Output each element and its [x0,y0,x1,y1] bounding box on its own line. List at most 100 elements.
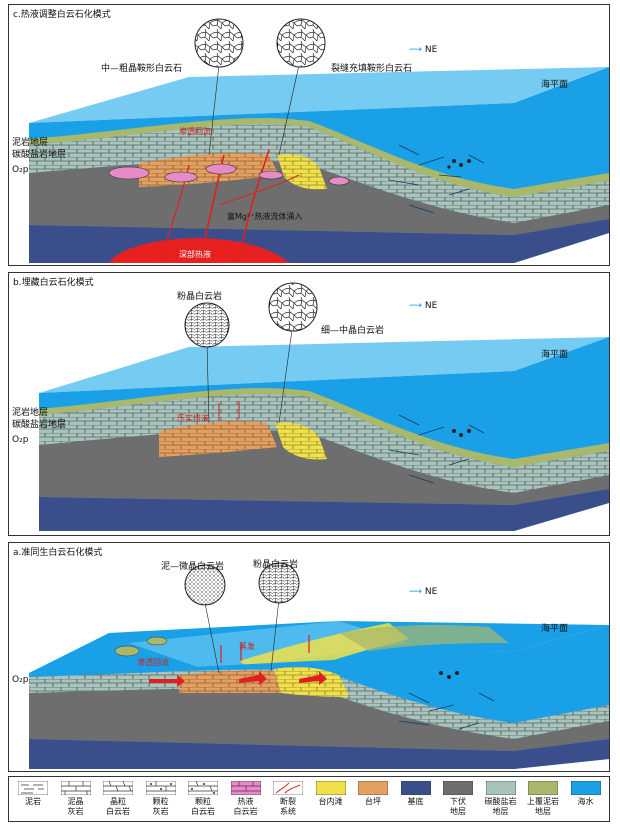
hydrothermal-dolomite-lens [108,166,150,180]
thin-section-circle-right [276,18,326,68]
panel-c-hydrothermal-model: c.热液调整白云石化模式 ⟶NE 海平面 中—粗晶鞍形白云石 裂缝充填鞍形白云石… [8,4,610,266]
panel-b-circle-right-label: 细—中晶白云岩 [321,326,385,336]
carbonate-strata [39,394,514,493]
panel-c-title: c.热液调整白云石化模式 [13,10,111,20]
panel-c-seepage-label: 渗透回流 [179,127,211,136]
platform-flat-body [179,670,284,693]
legend-item: 海水 [564,781,608,807]
legend-label: 晶粒 白云岩 [106,797,130,816]
legend-item: 颗粒 灰岩 [139,781,183,817]
intraplatform-shoal-body [275,422,327,460]
arrow-right-icon: ⟶ [409,301,422,311]
basement-layer [39,497,514,531]
intraplatform-shoal-body [274,667,349,697]
basement-swatch-icon [400,781,431,795]
legend-item: 晶粒 白云岩 [96,781,140,817]
legend-item: 基底 [394,781,438,807]
panel-a-circle-right-label: 粉晶白云岩 [253,560,299,570]
carbonate-strata-swatch-icon [485,781,516,795]
panel-b-sea-level-label: 海平面 [541,350,569,360]
deep-hydrothermal-source [109,238,289,263]
panel-a-penecontemporaneous-model: a.准同生白云石化模式 ⟶NE 海平面 泥—微晶白云岩 粉晶白云岩 O₂p 蒸发… [8,542,610,772]
legend: 泥岩 泥晶 灰岩 晶粒 白云岩 颗粒 灰岩 颗粒 白云岩热液 白云岩 断裂 系统 台内滩 台坪… [8,776,610,822]
panel-a-circle-left-label: 泥—微晶白云岩 [161,562,225,572]
legend-label: 颗粒 灰岩 [152,797,169,816]
legend-label: 海水 [577,797,594,806]
thin-section-circle-left [194,18,244,68]
hydrothermal-dolomite-lens [164,171,198,183]
crystalline-dolomite-pattern-icon [103,781,133,795]
legend-item: 台内滩 [309,781,353,807]
panel-a-o2p-label: O₂p [12,675,29,685]
hydrothermal-dolomite-pattern-icon [230,781,261,795]
legend-label: 碳酸盐岩 地层 [484,797,517,816]
platform-flat-body [159,421,277,457]
panel-a-sea-level-label: 海平面 [541,624,569,634]
panel-c-ne-indicator: ⟶NE [409,45,438,55]
grain-dolomite-pattern-icon [188,781,218,795]
fault-system-lines-icon [273,781,303,795]
platform-flat-swatch-icon [358,781,388,795]
hydrothermal-dolomite-lens [328,176,350,186]
legend-item: 颗粒 白云岩 [181,781,225,817]
legend-item: 泥岩 [11,781,55,807]
legend-label: 台坪 [365,797,381,806]
legend-label: 断裂 系统 [280,797,296,816]
panel-c-circle-right-label: 裂缝充填鞍形白云石 [331,64,413,74]
legend-label: 台内滩 [318,797,343,806]
seawater-swatch-icon [570,781,601,795]
panel-a-ne-indicator: ⟶NE [409,587,438,597]
legend-item: 泥晶 灰岩 [54,781,98,817]
legend-label: 热液 白云岩 [233,797,258,816]
panel-b-mud-label: 泥岩地层 [12,408,49,418]
panel-b-carb-label: 碳酸盐岩地层 [12,420,67,430]
legend-item: 断裂 系统 [266,781,310,817]
legend-label: 上覆泥岩 地层 [527,797,559,816]
panel-a-seepage-label: 渗透回流 [137,658,169,667]
panel-a-evap-label: 蒸发 [239,642,255,651]
panel-c-hydro-fluid-label: 富Mg²⁺热液流体涌入 [227,212,303,221]
panel-c-circle-left-label: 中—粗晶鞍形白云石 [101,64,183,74]
mudstone-pattern-icon [18,781,48,795]
hydrothermal-dolomite-lens [205,163,237,175]
panel-c-mud-label: 泥岩地层 [12,138,49,148]
hydrothermal-dolomite-lens [258,170,284,180]
carbonate-strata [29,124,514,223]
legend-label: 泥岩 [25,797,41,806]
sea-surface [29,67,609,123]
grain-limestone-pattern-icon [145,781,176,795]
thin-section-circle-right [268,282,318,332]
intraplatform-shoal-swatch-icon [315,781,346,795]
micritic-limestone-pattern-icon [60,781,91,795]
panel-c-deep-hydro-label: 深部热液 [179,250,211,259]
thin-section-circle-right [258,562,300,604]
panel-b-ne-indicator: ⟶NE [409,301,438,311]
legend-label: 基底 [407,797,424,806]
panel-c-diagram [9,5,609,265]
legend-label: 泥晶 灰岩 [67,797,84,816]
panel-c-sea-level-label: 海平面 [541,80,569,90]
panel-b-diagram [9,273,609,535]
legend-item: 下伏 地层 [436,781,480,817]
intraplatform-shoal-body [277,154,327,190]
carbonate-strata [29,669,514,739]
panel-b-title: b.埋藏白云石化模式 [13,278,94,288]
panel-a-title: a.准同生白云石化模式 [13,548,103,558]
sea-surface [39,337,609,393]
panel-b-o2p-label: O₂p [12,435,29,445]
underlying-strata [39,430,514,505]
underlying-strata [29,688,514,751]
basement-layer [29,739,514,769]
underlying-strata-swatch-icon [443,781,473,795]
legend-item: 碳酸盐岩 地层 [479,781,523,817]
legend-label: 颗粒 白云岩 [191,797,215,816]
panel-b-circle-left-label: 粉晶白云岩 [177,292,223,302]
arrow-right-icon: ⟶ [409,587,422,597]
legend-item: 上覆泥岩 地层 [521,781,565,817]
legend-label: 下伏 地层 [450,797,466,816]
panel-c-o2p-label: O₂p [12,165,29,175]
panel-b-burial-model: b.埋藏白云石化模式 ⟶NE 海平面 粉晶白云岩 细—中晶白云岩 泥岩地层 碳酸… [8,272,610,536]
legend-item: 台坪 [351,781,395,807]
panel-b-seepage-label: 压实排液 [177,414,209,423]
overlying-mudstone-swatch-icon [528,781,558,795]
